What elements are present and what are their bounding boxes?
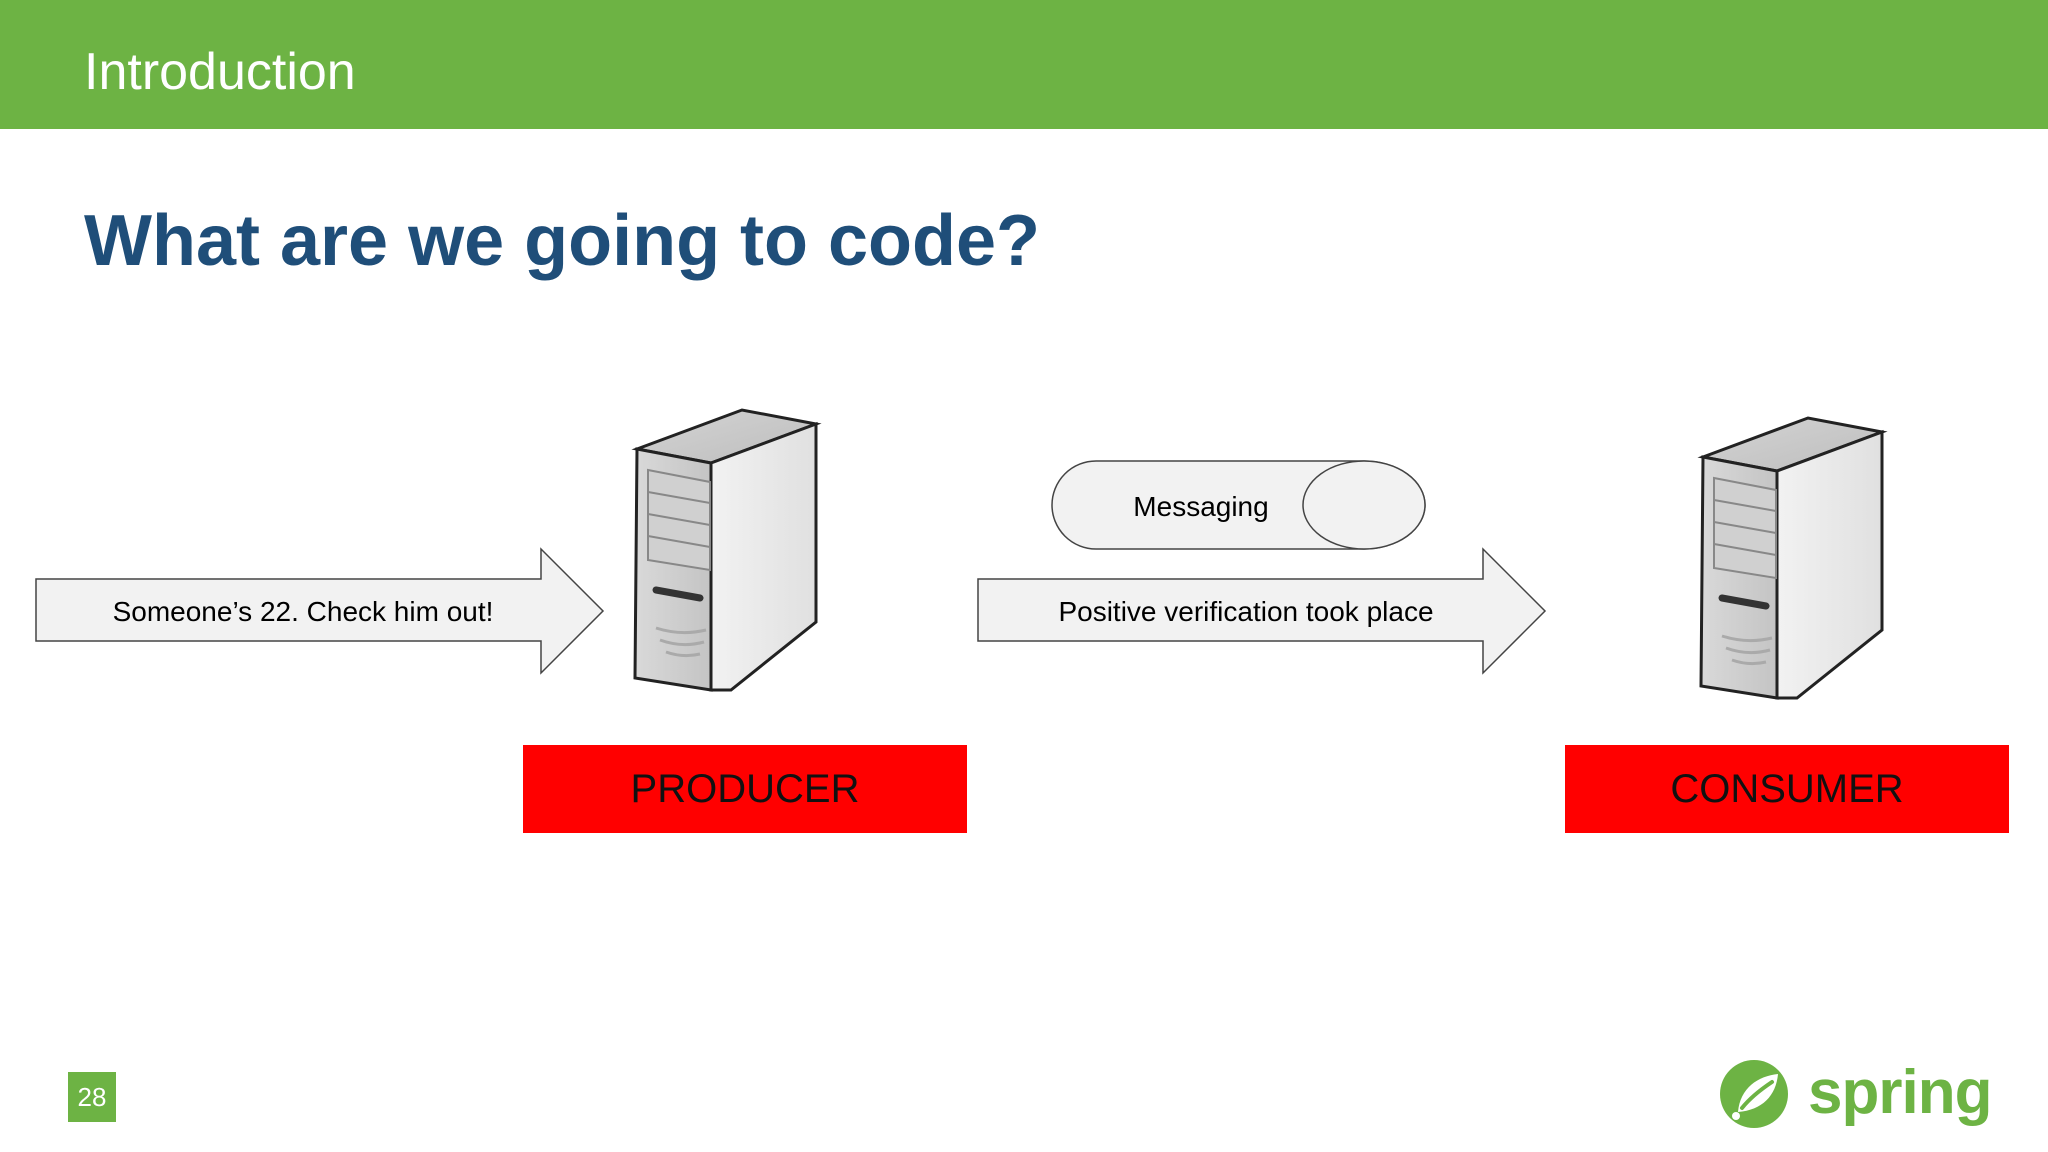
producer-server-icon	[631, 408, 822, 692]
spring-wordmark: spring	[1808, 1058, 1992, 1127]
consumer-label: CONSUMER	[1565, 745, 2009, 833]
header-bar: Introduction	[0, 0, 2048, 129]
spring-leaf-icon	[1720, 1060, 1788, 1128]
output-arrow-label: Positive verification took place	[1058, 596, 1433, 627]
producer-label: PRODUCER	[523, 745, 967, 833]
input-arrow-label: Someone’s 22. Check him out!	[113, 596, 494, 627]
messaging-cylinder: Messaging	[1051, 460, 1426, 550]
messaging-label: Messaging	[1133, 491, 1268, 522]
input-arrow: Someone’s 22. Check him out!	[35, 547, 605, 675]
section-title: Introduction	[84, 43, 356, 101]
consumer-server-icon	[1697, 416, 1888, 700]
slide-title: What are we going to code?	[84, 201, 1041, 281]
spring-logo: spring	[1716, 1054, 1996, 1134]
output-arrow: Positive verification took place	[977, 547, 1547, 675]
page-number: 28	[68, 1072, 116, 1122]
